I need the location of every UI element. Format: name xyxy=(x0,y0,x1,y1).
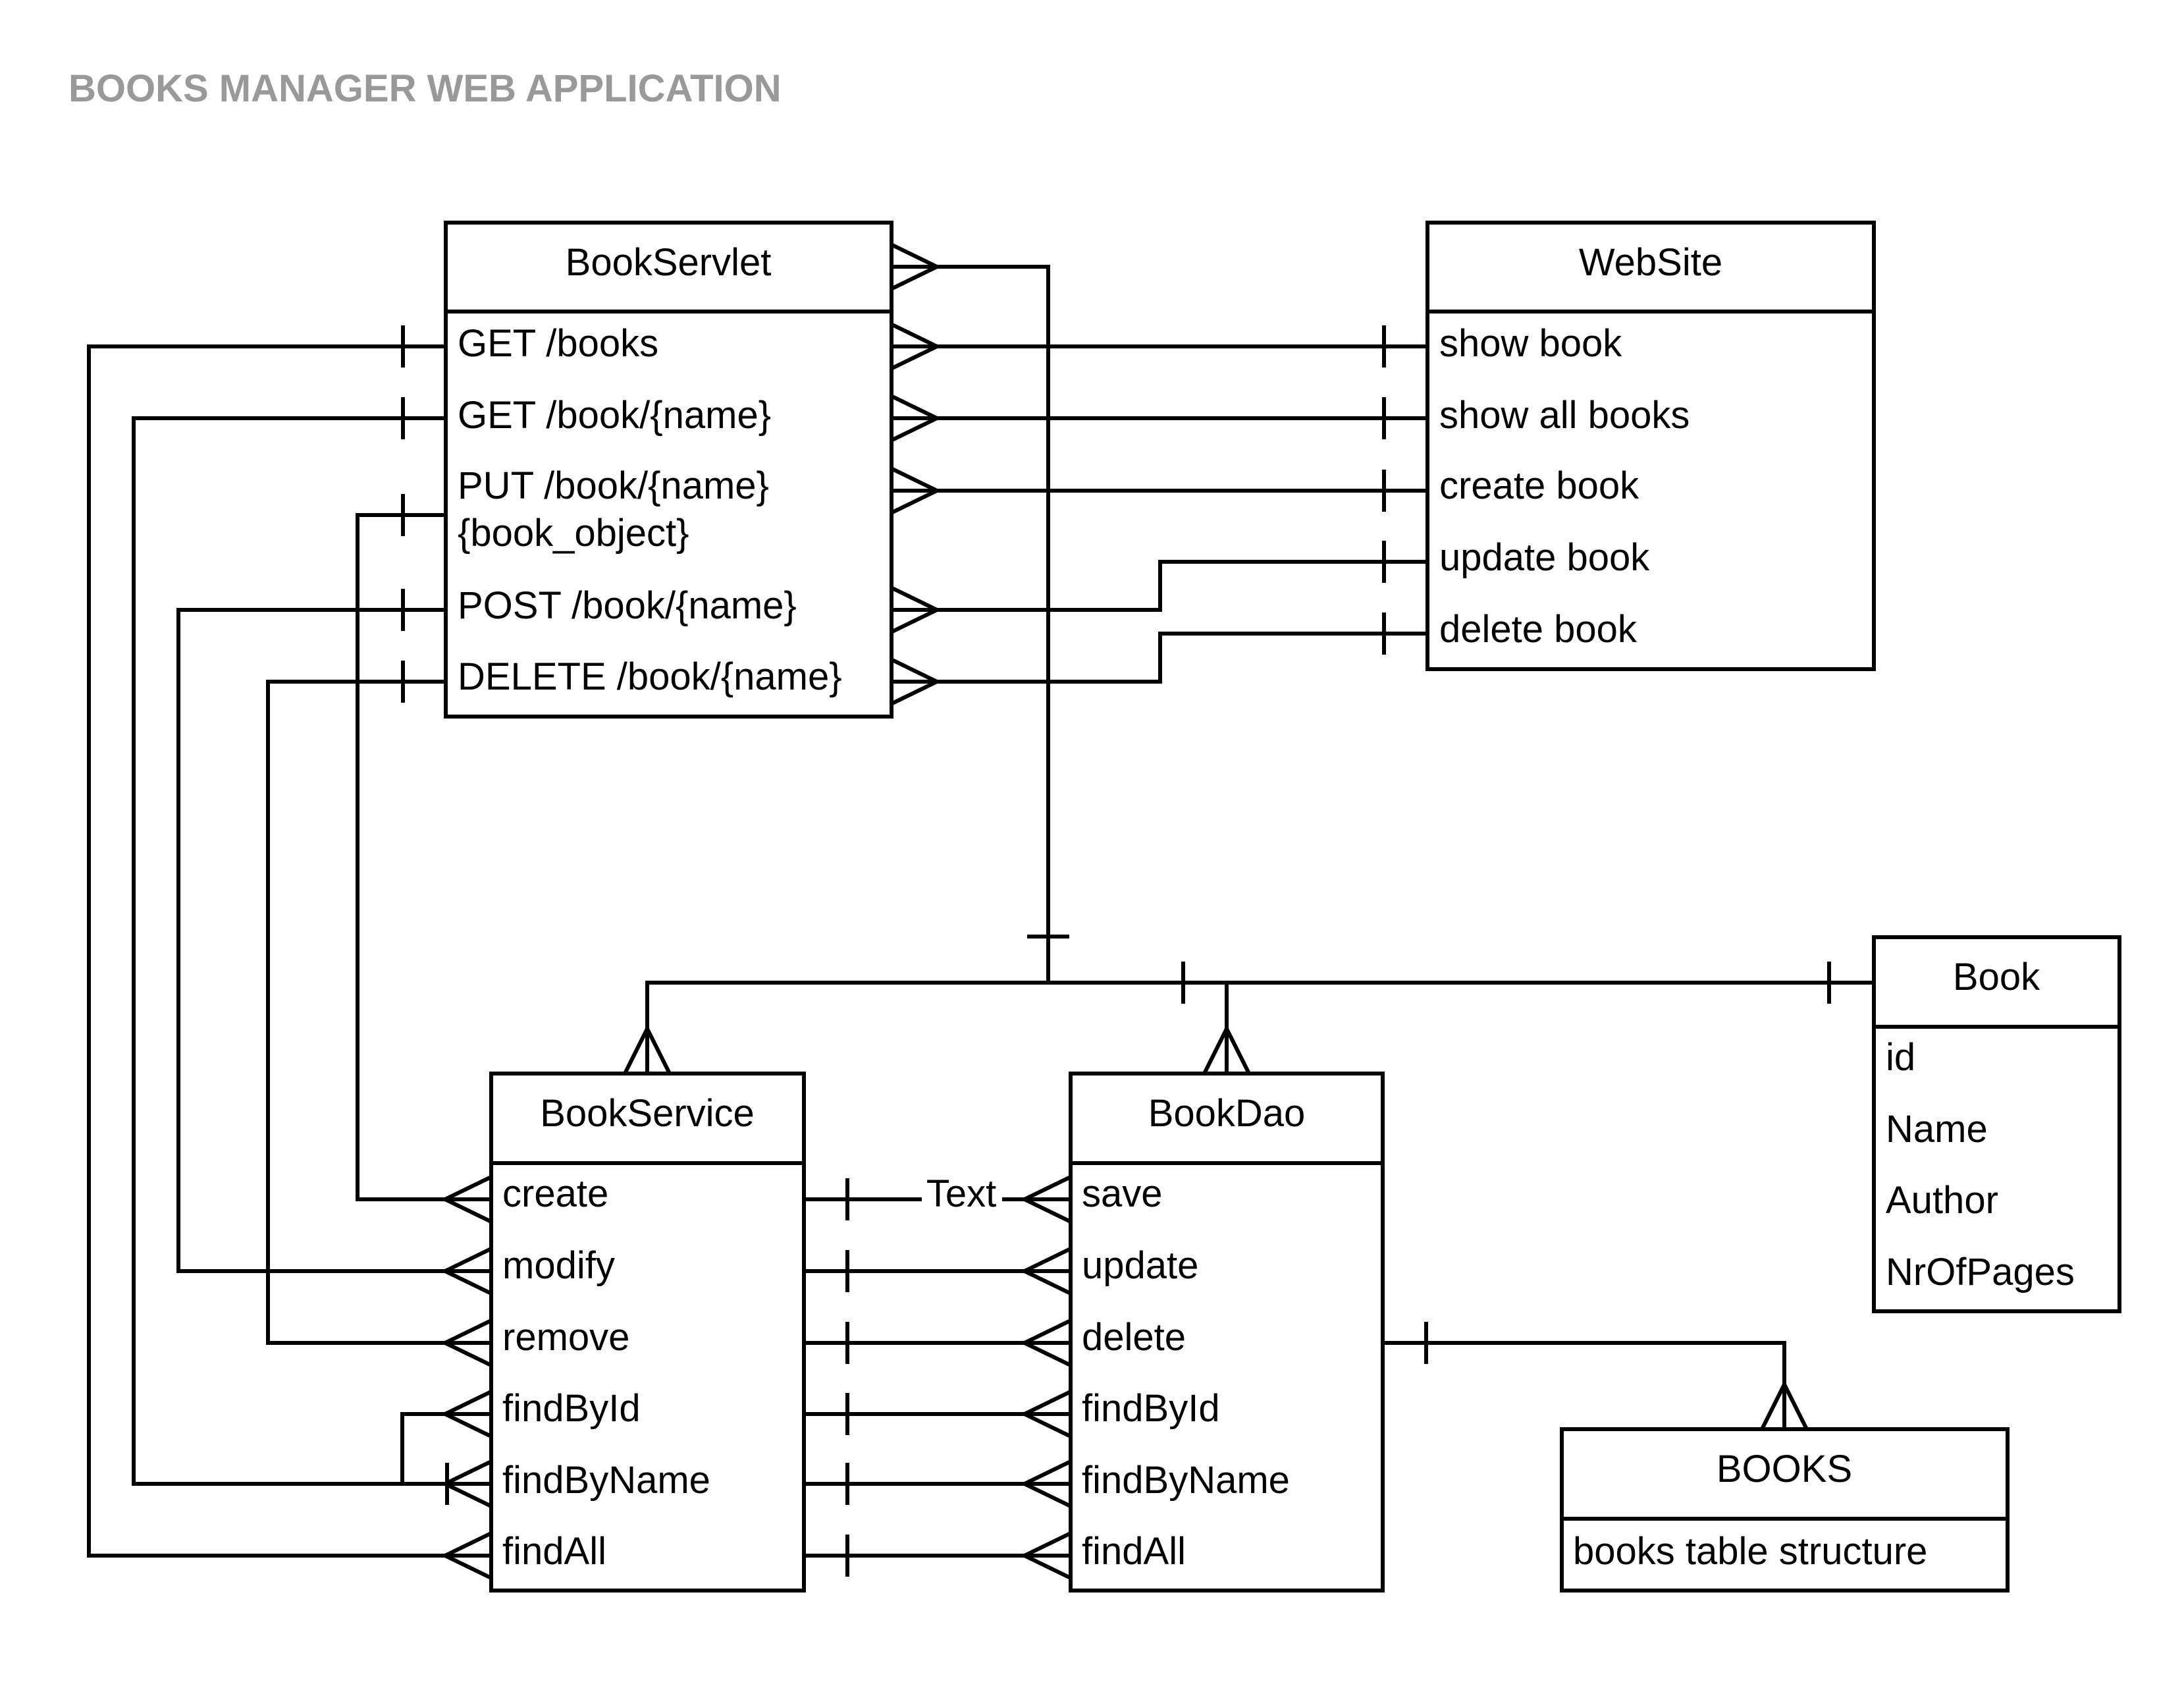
entity-header: BookDao xyxy=(1148,1092,1306,1135)
entity-bookservice[interactable]: BookService create modify remove findByI… xyxy=(489,1072,806,1593)
field-show-book: show book xyxy=(1439,322,1622,365)
edge-bookservice-book[interactable] xyxy=(623,962,1874,1075)
edge-get-book-findbyname[interactable] xyxy=(132,397,493,1508)
field-book-object: {book_object} xyxy=(458,512,689,555)
field-get-books: GET /books xyxy=(458,322,658,365)
field-update-book: update book xyxy=(1439,536,1650,579)
field-name: Name xyxy=(1886,1108,1988,1151)
edge-delete-book-remove[interactable] xyxy=(266,661,493,1367)
field-findbyid: findById xyxy=(1082,1387,1220,1430)
field-findall: findAll xyxy=(502,1530,606,1573)
edge-findall-findall[interactable] xyxy=(804,1531,1072,1580)
edge-post-book-modify[interactable] xyxy=(176,589,493,1295)
edge-get-book-show-all-books[interactable] xyxy=(890,394,1427,443)
edge-bookservlet-book[interactable] xyxy=(890,242,1069,983)
field-show-all-books: show all books xyxy=(1439,394,1690,437)
edge-findbyid-findbyname[interactable] xyxy=(400,1390,493,1505)
edge-create-save[interactable] xyxy=(804,1175,1072,1224)
entity-header: Book xyxy=(1953,956,2040,998)
entity-book[interactable]: Book id Name Author NrOfPages xyxy=(1872,935,2121,1313)
edge-put-book-create-book[interactable] xyxy=(890,466,1427,515)
page-title: BOOKS MANAGER WEB APPLICATION xyxy=(68,67,782,110)
field-save: save xyxy=(1082,1172,1163,1215)
edge-put-book-create[interactable] xyxy=(356,494,493,1224)
entity-bookservlet[interactable]: BookServlet GET /books GET /book/{name} … xyxy=(444,221,893,719)
field-books-table-structure: books table structure xyxy=(1573,1530,1927,1573)
entity-header: BookServlet xyxy=(566,241,772,284)
field-findbyid: findById xyxy=(502,1387,641,1430)
edge-get-books-findall[interactable] xyxy=(87,325,493,1580)
edge-bookdao-books-table[interactable] xyxy=(1383,1322,1809,1430)
field-author: Author xyxy=(1886,1179,1998,1222)
edge-get-books-show-book[interactable] xyxy=(890,322,1427,371)
field-delete-book: DELETE /book/{name} xyxy=(458,655,842,698)
field-create-book: create book xyxy=(1439,464,1639,507)
field-get-book: GET /book/{name} xyxy=(458,394,771,437)
field-nrofpages: NrOfPages xyxy=(1886,1251,2075,1293)
edge-post-book-update-book[interactable] xyxy=(890,541,1427,634)
field-findbyname: findByName xyxy=(1082,1459,1290,1502)
edge-modify-update[interactable] xyxy=(804,1247,1072,1295)
entity-website[interactable]: WebSite show book show all books create … xyxy=(1425,221,1876,671)
entity-bookdao[interactable]: BookDao save update delete findById find… xyxy=(1069,1072,1385,1593)
field-post-book: POST /book/{name} xyxy=(458,584,797,627)
relationship-lines xyxy=(87,242,1874,1580)
edge-remove-delete[interactable] xyxy=(804,1319,1072,1367)
entity-header: WebSite xyxy=(1579,241,1722,284)
field-findbyname: findByName xyxy=(502,1459,710,1502)
edge-delete-book-delete-book[interactable] xyxy=(890,613,1427,706)
field-findall: findAll xyxy=(1082,1530,1186,1573)
entity-books-table[interactable]: BOOKS books table structure xyxy=(1560,1427,2010,1593)
field-modify: modify xyxy=(502,1244,615,1287)
edge-findbyname-findbyname[interactable] xyxy=(804,1459,1072,1508)
entity-header: BookService xyxy=(540,1092,755,1135)
edge-label: Text xyxy=(926,1172,996,1215)
field-create: create xyxy=(502,1172,608,1215)
field-delete-book: delete book xyxy=(1439,608,1638,651)
field-put-book: PUT /book/{name} xyxy=(458,464,769,507)
field-delete: delete xyxy=(1082,1316,1186,1359)
entity-header: BOOKS xyxy=(1717,1448,1852,1490)
field-remove: remove xyxy=(502,1316,629,1359)
edge-bookdao-book[interactable] xyxy=(1181,962,1251,1075)
field-update: update xyxy=(1082,1244,1198,1287)
edge-findbyid-findbyid[interactable] xyxy=(804,1390,1072,1438)
field-id: id xyxy=(1886,1036,1915,1079)
